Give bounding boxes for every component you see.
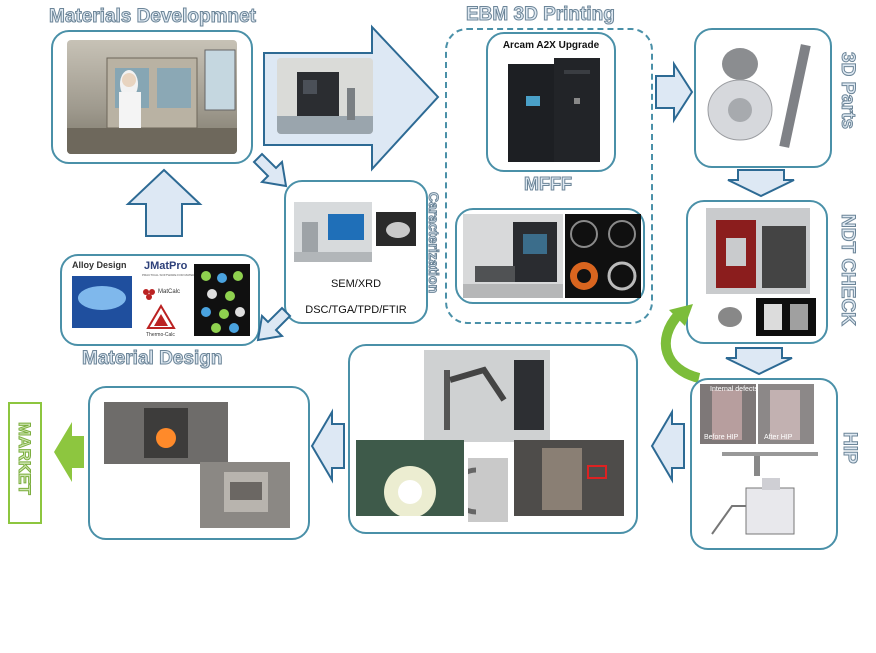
glovebox-lab-photo	[67, 40, 237, 154]
powder-equipment-photo	[277, 58, 373, 134]
furnace-chamber-image	[104, 402, 228, 464]
lab-scene-image	[67, 49, 237, 154]
hip-box: Internal defects Before HIP After HIP	[690, 378, 838, 550]
thermocalc-label: Thermo-Calc	[146, 332, 175, 338]
hip-before-after-image	[700, 384, 814, 444]
thermocalc-logo-image	[146, 304, 176, 329]
sample-closeup-image	[376, 212, 416, 246]
hip-furnace-image	[711, 452, 818, 535]
arrow-up-to-development	[125, 168, 203, 237]
arcam-caption: Arcam A2X Upgrade	[502, 40, 600, 51]
materials-development-title: Materials Developmnet	[49, 6, 257, 28]
jmatpro-sub-label: PRACTICAL SOFTWARE FOR MATERIALS PROPERT…	[142, 273, 222, 277]
parts-box	[694, 28, 832, 168]
bracket-part-image	[468, 458, 508, 522]
sem-instrument-image	[294, 202, 372, 262]
arrow-to-hip	[725, 347, 793, 376]
arcam-box: Arcam A2X Upgrade	[486, 32, 616, 172]
robot-cell-image	[424, 350, 550, 442]
mfff-printer-image	[463, 214, 563, 298]
arrow-to-characterization	[252, 152, 288, 188]
hip-title: HIP	[839, 432, 861, 465]
test-machine-image	[200, 462, 290, 528]
arrow-to-furnace	[310, 408, 345, 484]
material-design-box: Alloy Design JMatPro PRACTICAL SOFTWARE …	[60, 254, 260, 346]
ndt-title: NDT CHECK	[837, 214, 859, 327]
matcalc-logo-image	[143, 289, 155, 300]
market-title: MARKET	[15, 422, 35, 496]
postprocess-box	[348, 344, 638, 534]
characterization-title: Caracterization	[426, 191, 443, 294]
market-box: MARKET	[8, 402, 42, 524]
parts-image	[707, 44, 811, 148]
alloy-design-image	[72, 276, 132, 328]
parts-title: 3D Parts	[837, 51, 859, 130]
matcalc-label: MatCalc	[158, 289, 181, 295]
deposition-part-image	[514, 440, 624, 516]
sem-xrd-label: SEM/XRD	[330, 278, 382, 290]
materials-development-box	[51, 30, 253, 164]
green-loop-arrow	[660, 304, 701, 383]
ndt-box	[686, 200, 828, 344]
crystal-structure-image	[194, 264, 250, 336]
dsc-tga-label: DSC/TGA/TPD/FTIR	[305, 304, 407, 316]
ebm-printing-title: EBM 3D Printing	[466, 4, 616, 26]
after-hip-label: After HIP	[764, 434, 793, 441]
alloy-design-label: Alloy Design	[72, 260, 127, 270]
arrow-to-parts	[655, 60, 694, 124]
mfff-title: MFFF	[524, 174, 573, 195]
arrow-to-market	[54, 422, 84, 482]
jmatpro-label: JMatPro	[144, 260, 188, 272]
arcam-machine-image	[508, 58, 600, 162]
ndt-machine-image	[706, 208, 810, 294]
ebm-dashed-group	[445, 28, 653, 324]
arrow-to-postprocess	[650, 408, 685, 484]
welding-image	[356, 440, 464, 516]
characterization-box: SEM/XRD DSC/TGA/TPD/FTIR	[284, 180, 428, 324]
material-design-title: Material Design	[81, 348, 223, 370]
mfff-box	[455, 208, 645, 304]
internal-defects-label: Internal defects	[710, 386, 758, 393]
thermal-layer-images	[565, 214, 641, 298]
ndt-scan-images	[712, 298, 816, 336]
before-hip-label: Before HIP	[704, 434, 739, 441]
furnace-box	[88, 386, 310, 540]
arrow-to-ndt	[727, 169, 795, 198]
arrow-to-material-design	[256, 306, 292, 342]
